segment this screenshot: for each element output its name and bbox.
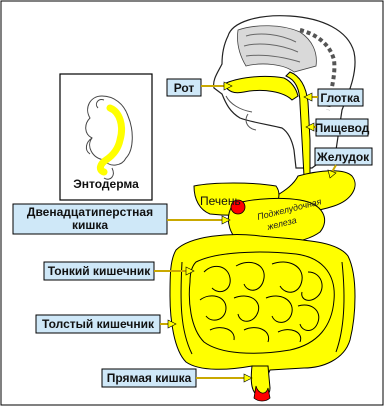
small-intestine-label: Тонкий кишечник (48, 264, 152, 278)
embryo-label: Энтодерма (73, 177, 139, 191)
liver-label: Печень (200, 194, 241, 208)
pharynx-label: Глотка (320, 91, 360, 105)
duodenum-label-1: Двенадцатиперстная (27, 205, 153, 219)
rectum-label: Прямая кишка (107, 371, 192, 385)
duodenum-label-2: кишка (72, 218, 108, 232)
esophagus-label: Пищевод (315, 121, 370, 135)
large-intestine-label: Толстый кишечник (42, 317, 155, 331)
mouth-label: Рот (174, 81, 195, 95)
embryo-inset: Энтодерма (60, 74, 152, 200)
stomach-label: Желудок (316, 150, 370, 164)
